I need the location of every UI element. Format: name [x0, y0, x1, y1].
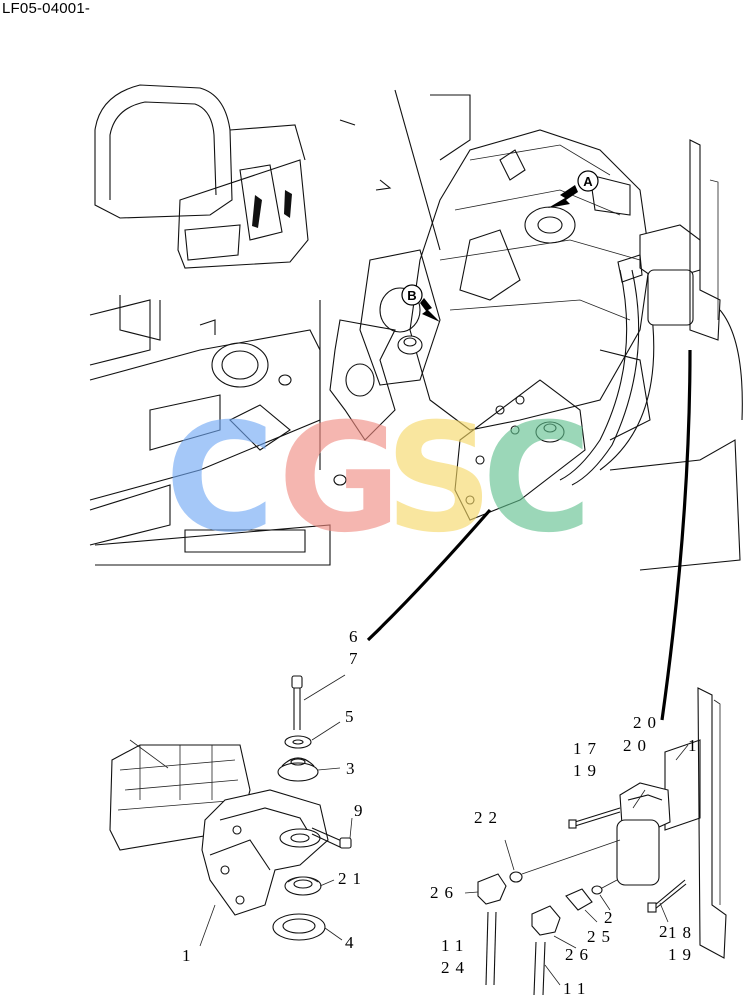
label-part-20-mid: 20 [623, 736, 652, 755]
label-part-2-b: 2 [659, 922, 674, 941]
chassis-frame [89, 89, 471, 566]
label-part-5: 5 [345, 707, 360, 726]
label-part-1-left: 1 [182, 946, 197, 965]
label-part-1-right: 1 [688, 736, 703, 755]
excavator-thumbnail [94, 84, 309, 269]
label-part-7: 7 [349, 649, 364, 668]
engine-mount-detail [109, 674, 353, 947]
label-part-20-top: 20 [633, 713, 662, 732]
watermark: C G S C [165, 392, 592, 566]
label-part-18: 18 [668, 923, 697, 942]
callout-a: A [548, 170, 599, 208]
label-part-24: 24 [441, 958, 470, 977]
label-part-26-right: 26 [565, 945, 594, 964]
label-part-17: 17 [573, 739, 602, 758]
leader-line-mount [366, 508, 492, 642]
engine-assembly [329, 129, 743, 571]
callout-a-label: A [583, 174, 593, 189]
callout-b-label: B [407, 288, 416, 303]
label-part-4: 4 [345, 933, 360, 952]
callout-b: B [401, 284, 440, 322]
watermark-letter-2: G [278, 392, 401, 566]
watermark-letter-1: C [165, 392, 275, 566]
label-part-19-bottom: 19 [668, 945, 697, 964]
label-part-2-a: 2 [604, 908, 619, 927]
label-part-19-top: 19 [573, 761, 602, 780]
label-part-21: 21 [338, 869, 367, 888]
part-labels: 6 7 5 3 9 21 4 1 20 20 1 17 19 22 26 2 2… [182, 627, 703, 998]
label-part-9: 9 [354, 801, 369, 820]
watermark-letter-3: S [385, 392, 493, 566]
fuel-filter-detail [464, 687, 727, 996]
label-part-26-left: 26 [430, 883, 459, 902]
document-code: LF05-04001- [2, 0, 91, 17]
watermark-letter-4: C [482, 392, 592, 566]
label-part-11-right: 11 [563, 979, 591, 998]
label-part-11-left: 11 [441, 936, 469, 955]
label-part-22: 22 [474, 808, 503, 827]
label-part-25: 25 [587, 927, 616, 946]
label-part-3: 3 [346, 759, 361, 778]
leader-line-filter [660, 349, 692, 721]
label-part-6: 6 [349, 627, 364, 646]
